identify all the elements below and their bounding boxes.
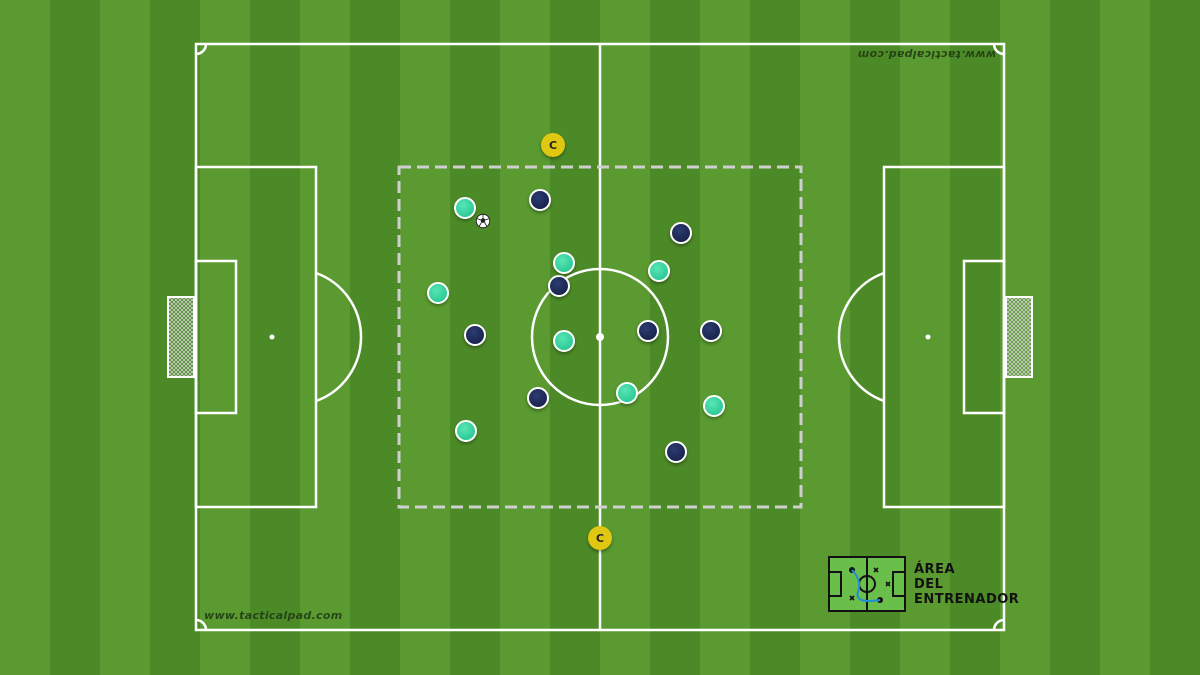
left-goal-net-icon — [167, 296, 195, 378]
corner-arc-bl — [195, 618, 208, 631]
teal-player[interactable] — [648, 260, 670, 282]
joker-player-bottom[interactable]: C — [588, 526, 612, 550]
grass-stripe — [1050, 0, 1101, 675]
brand-line-1: ÁREA — [914, 561, 956, 577]
watermark-bottom: www.tacticalpad.com — [204, 609, 343, 622]
right-penalty-spot — [925, 334, 931, 340]
grass-stripe — [1150, 0, 1200, 675]
tactics-board-icon — [828, 556, 906, 612]
teal-player[interactable] — [616, 382, 638, 404]
left-goal-area — [194, 259, 238, 415]
grass-stripe — [900, 0, 951, 675]
joker-label: C — [595, 531, 605, 545]
watermark-top: www.tacticalpad.com — [857, 48, 997, 61]
corner-arc-tl — [195, 43, 208, 56]
navy-player[interactable] — [700, 320, 722, 342]
navy-player[interactable] — [637, 320, 659, 342]
right-penalty-arc — [837, 271, 885, 403]
right-goal-net-icon — [1005, 296, 1033, 378]
soccer-ball-icon[interactable] — [475, 213, 491, 229]
center-spot — [596, 333, 604, 341]
left-penalty-arc — [315, 271, 363, 403]
navy-player[interactable] — [665, 441, 687, 463]
navy-player[interactable] — [527, 387, 549, 409]
grass-stripe — [400, 0, 451, 675]
teal-player[interactable] — [703, 395, 725, 417]
right-goal-area — [962, 259, 1006, 415]
teal-player[interactable] — [454, 197, 476, 219]
corner-arc-br — [992, 618, 1005, 631]
teal-player[interactable] — [455, 420, 477, 442]
teal-player[interactable] — [553, 330, 575, 352]
brand-logo: ÁREA DEL ENTRENADOR — [828, 556, 1019, 612]
corner-arc-tr — [992, 43, 1005, 56]
grass-stripe — [950, 0, 1001, 675]
left-penalty-spot — [269, 334, 275, 340]
grass-stripe — [250, 0, 301, 675]
joker-player-top[interactable]: C — [541, 133, 565, 157]
grass-stripe — [350, 0, 401, 675]
joker-label: C — [548, 138, 558, 152]
grass-stripe — [650, 0, 701, 675]
grass-stripe — [50, 0, 101, 675]
grass-stripe — [0, 0, 51, 675]
grass-stripe — [500, 0, 551, 675]
grass-stripe — [100, 0, 151, 675]
navy-player[interactable] — [464, 324, 486, 346]
brand-name: ÁREA DEL ENTRENADOR — [914, 562, 1019, 607]
training-zone — [397, 165, 803, 509]
grass-stripe — [200, 0, 251, 675]
navy-player[interactable] — [529, 189, 551, 211]
center-circle — [530, 267, 670, 407]
grass-stripe — [300, 0, 351, 675]
teal-player[interactable] — [427, 282, 449, 304]
grass-stripe — [750, 0, 801, 675]
grass-stripe — [1100, 0, 1151, 675]
navy-player[interactable] — [548, 275, 570, 297]
brand-line-2: DEL — [914, 576, 944, 592]
brand-line-3: ENTRENADOR — [914, 591, 1020, 607]
teal-player[interactable] — [553, 252, 575, 274]
navy-player[interactable] — [670, 222, 692, 244]
